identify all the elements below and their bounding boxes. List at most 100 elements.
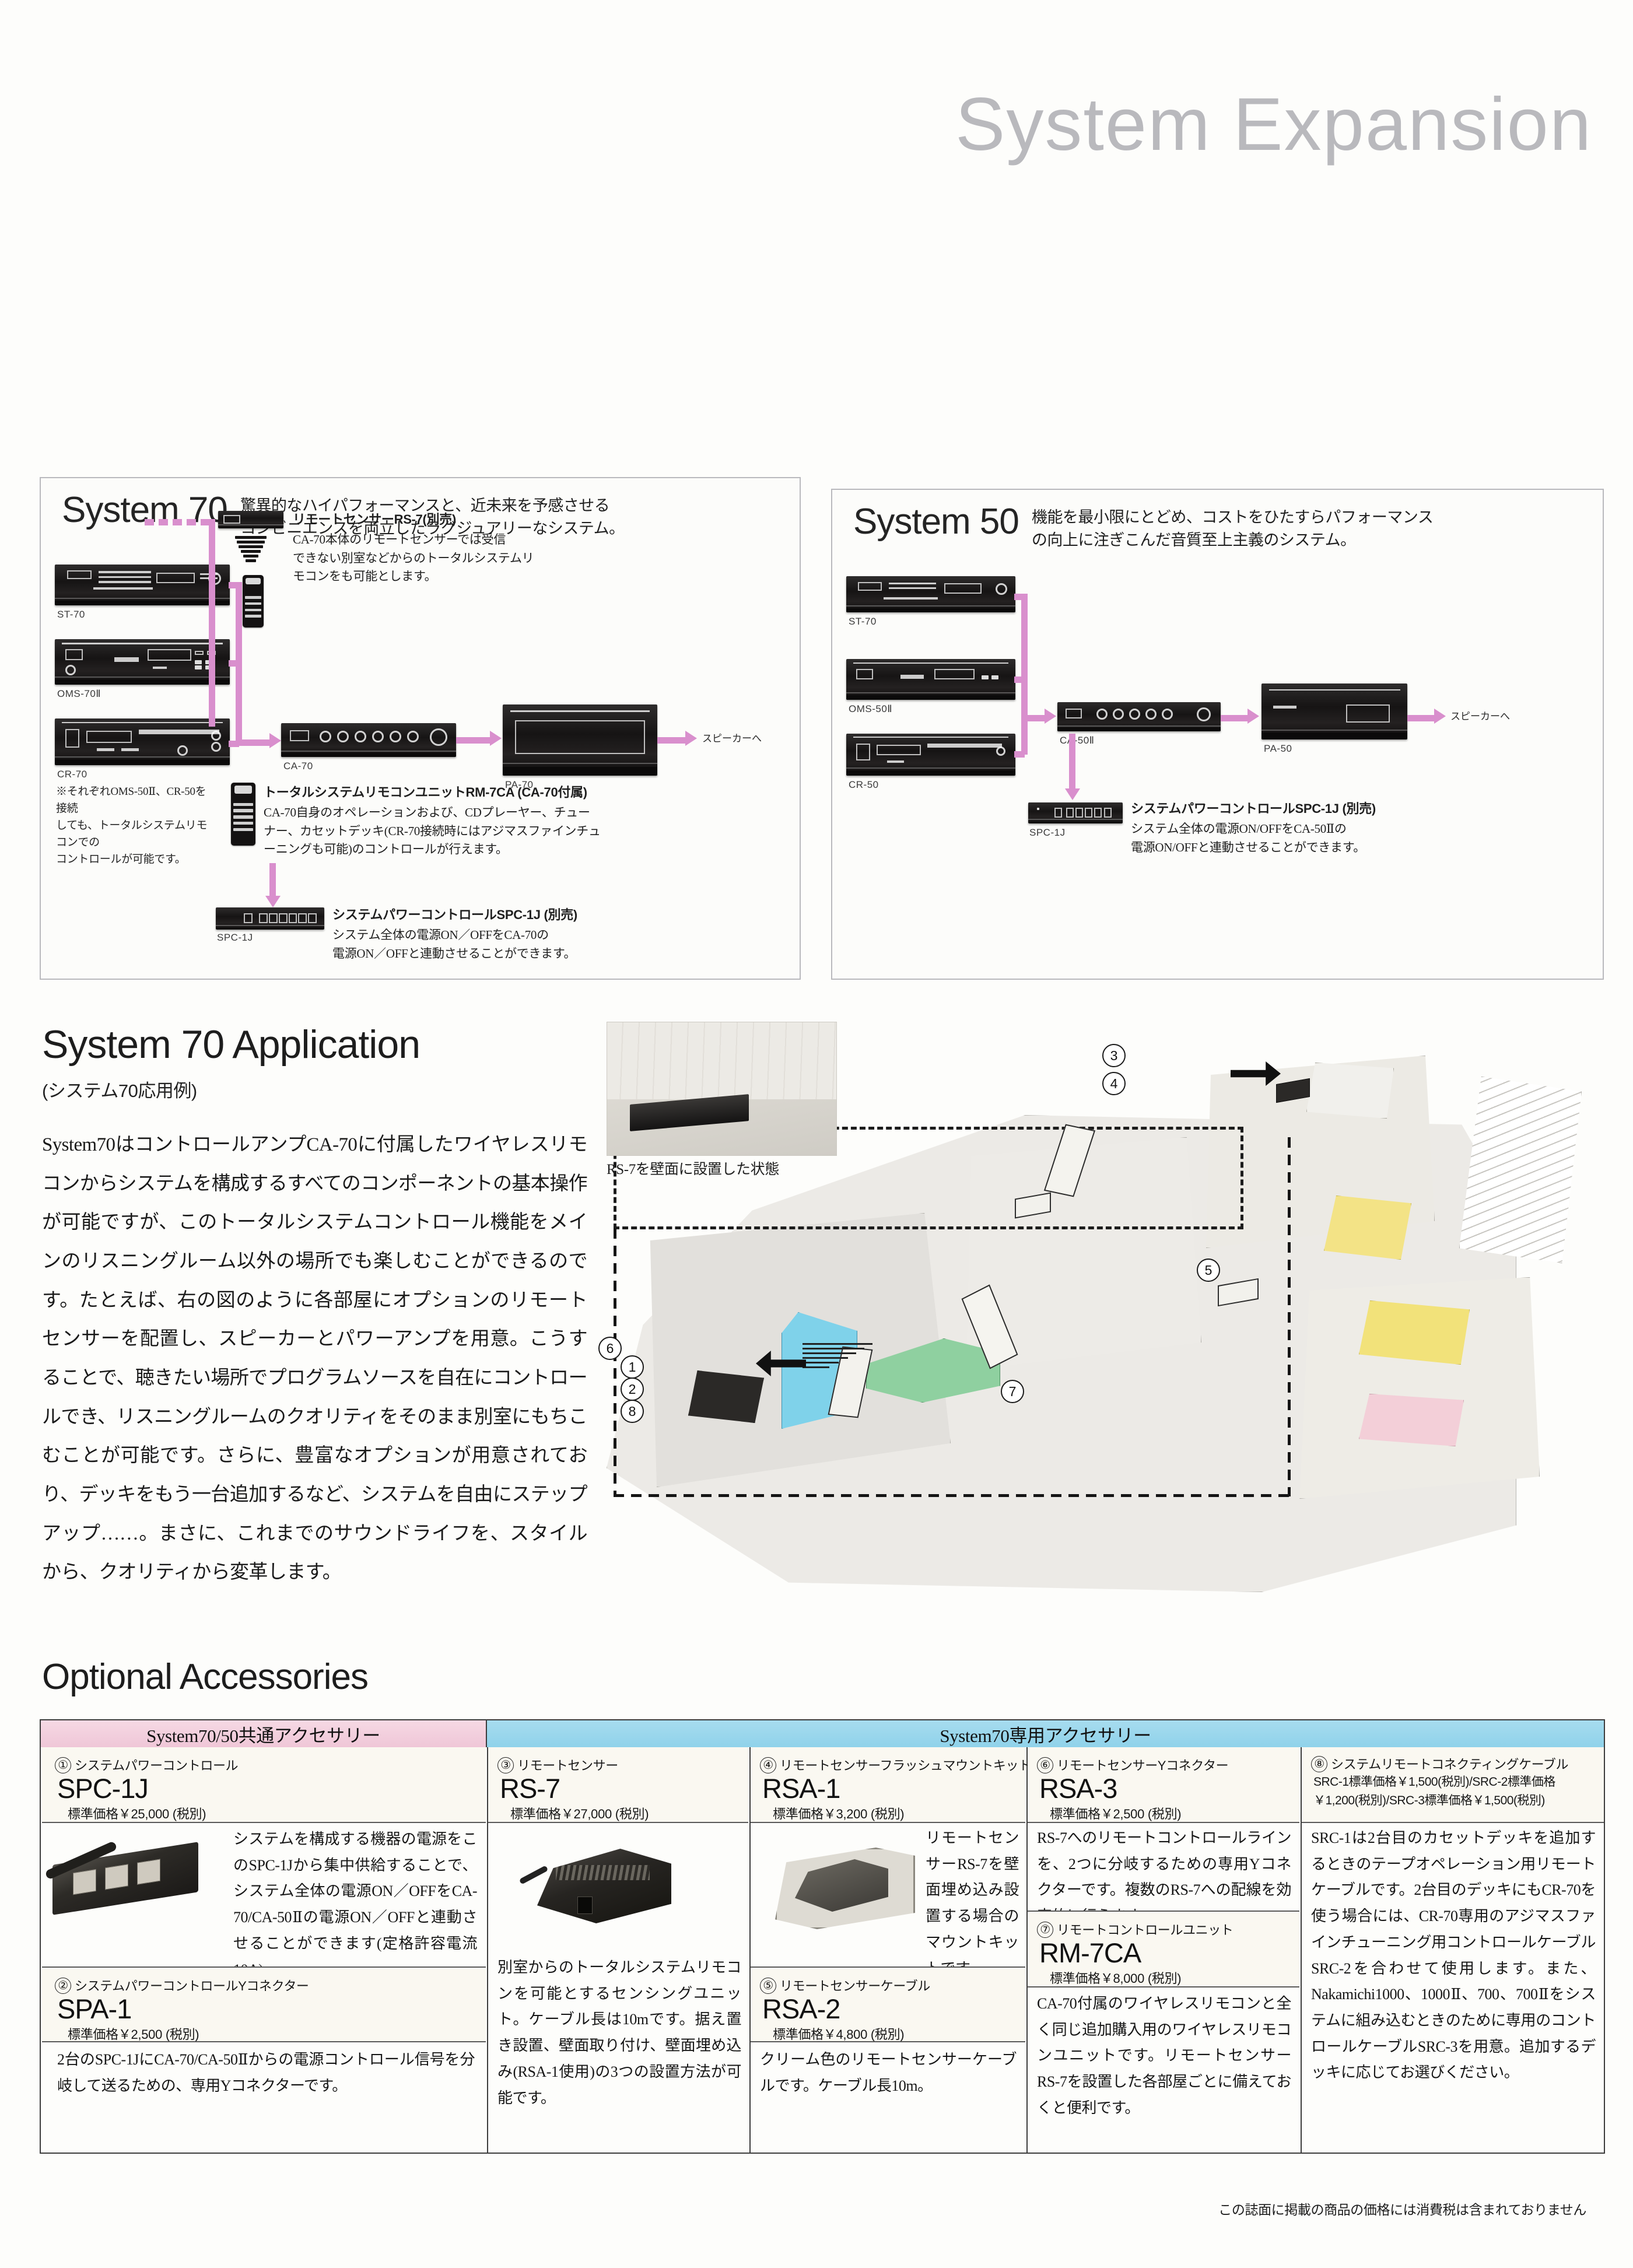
item-category-5: リモートセンサーケーブル	[780, 1979, 930, 1993]
wire-segment	[1014, 751, 1025, 758]
item-number-7: ⑦	[1037, 1921, 1053, 1938]
item-category-8: システムリモートコネクティングケーブル	[1331, 1757, 1569, 1772]
plan-cable-run-bottom	[614, 1494, 1290, 1497]
component-ca-70	[281, 723, 456, 757]
component-cr-70	[55, 718, 230, 765]
wire-arrow	[685, 731, 697, 746]
item-price-8: SRC-1標準価格￥1,500(税別)/SRC-2標準価格￥1,200(税別)/…	[1313, 1775, 1555, 1807]
item-desc-1: システムを構成する機器の電源をこのSPC-1Jから集中供給することで、システム全…	[233, 1831, 478, 1978]
item-price-1: 標準価格￥25,000 (税別)	[68, 1806, 206, 1821]
application-subheading: (システム70応用例)	[42, 1081, 197, 1101]
application-body-text: System70はコントロールアンプCA-70に付属したワイヤレスリモコンからシ…	[42, 1134, 588, 1583]
item-category-2: システムパワーコントロールYコネクター	[75, 1979, 309, 1993]
accessory-body-1: システムを構成する機器の電源をこのSPC-1Jから集中供給することで、システム全…	[42, 1823, 486, 1978]
wire-arrow	[269, 733, 281, 748]
plan-callout-2: 2	[621, 1377, 644, 1401]
item-number-5: ⑤	[760, 1977, 776, 1994]
item-desc-4: リモートセンサーRS-7を壁面埋め込み設置する場合のマウントキットです。	[926, 1829, 1019, 1977]
product-photo-rs-7	[537, 1849, 671, 1923]
item-desc-7: CA-70付属のワイヤレスリモコンと全く同じ追加購入用のワイヤレスリモコンユニッ…	[1037, 1995, 1292, 2116]
photo-ceiling	[607, 1022, 836, 1100]
system-70-tagline: 驚異的なハイパフォーマンスと、近未来を予感させる コンビニエンスを両立したラグジ…	[240, 497, 625, 538]
item-desc-3: 別室からのトータルシステムリモコンを可能とするセンシングユニット。ケーブル長は1…	[497, 1959, 742, 2106]
wire-segment	[236, 739, 271, 746]
wire-segment	[209, 519, 215, 727]
wire-segment	[1069, 734, 1075, 792]
item-model-3: RS-7	[500, 1773, 560, 1804]
accessory-body-4: リモートセンサーRS-7を壁面埋め込み設置する場合のマウントキットです。	[751, 1823, 1025, 1977]
item-category-6: リモートセンサーYコネクター	[1057, 1758, 1229, 1773]
component-label-oms-70: OMS-70Ⅱ	[57, 688, 101, 699]
component-spc-1j-50	[1028, 802, 1123, 823]
system-50-title: System 50	[853, 502, 1019, 542]
column-rule	[1026, 1747, 1028, 2153]
item-number-1: ①	[55, 1757, 71, 1773]
floor-plan-illustration: 3 4 5 6 1 2 8 7	[598, 1021, 1605, 1628]
system-70-header: System 70 驚異的なハイパフォーマンスと、近未来を予感させる コンビニエ…	[62, 492, 788, 540]
row-rule	[751, 1966, 1025, 1968]
plan-bath-upper	[1306, 1063, 1394, 1119]
row-rule	[42, 1822, 486, 1823]
plan-counter-pink	[1359, 1394, 1464, 1446]
wire-arrow	[1434, 709, 1446, 724]
component-pa-70	[503, 704, 657, 776]
wire-segment	[1014, 676, 1025, 683]
wire-arrow	[265, 896, 281, 907]
wire-segment	[1014, 594, 1025, 600]
speaker-note-70: スピーカーへ	[702, 733, 762, 744]
item-model-6: RSA-3	[1039, 1773, 1117, 1804]
plan-bed-yellow	[1359, 1300, 1470, 1365]
plan-callout-7: 7	[1001, 1380, 1024, 1403]
wire-segment	[657, 737, 688, 744]
row-rule	[1028, 1986, 1299, 1987]
accessory-body-8: SRC-1は2台目のカセットデッキを追加するときのテープオペレーション用リモート…	[1302, 1823, 1604, 2153]
wire-segment	[145, 519, 215, 525]
item-category-1: システムパワーコントロール	[75, 1758, 239, 1773]
row-rule	[42, 2041, 486, 2042]
annotation-rs-7: リモートセンサーRS-7(別売) CA-70本体のリモートセンサーでは受信 でき…	[293, 512, 534, 583]
remote-rm-7ca-upper	[243, 575, 264, 628]
accessory-body-6: RS-7へのリモートコントロールラインを、2つに分岐するための専用Yコネクターで…	[1028, 1823, 1299, 1925]
band-system70-only: System70専用アクセサリー	[487, 1720, 1604, 1747]
component-st-70	[55, 565, 230, 605]
component-label-spc-1j-50: SPC-1J	[1029, 827, 1066, 838]
component-label-st-70-50sys: ST-70	[849, 616, 877, 627]
item-price-4: 標準価格￥3,200 (税別)	[773, 1806, 905, 1821]
column-rule	[749, 1747, 751, 2153]
row-rule	[751, 1822, 1025, 1823]
column-rule	[1301, 1747, 1302, 2153]
wire-segment	[1221, 715, 1249, 721]
annotation-spc-1j-70: システムパワーコントロールSPC-1J (別売) システム全体の電源ON／OFF…	[332, 907, 577, 961]
row-rule	[751, 2041, 1025, 2042]
component-label-ca-70: CA-70	[283, 760, 313, 772]
ir-beam-plan-a	[803, 1340, 872, 1371]
item-model-2: SPA-1	[57, 1993, 132, 2024]
row-rule	[1302, 1822, 1604, 1823]
plan-main-rack	[688, 1370, 764, 1423]
item-desc-2: 2台のSPC-1JにCA-70/CA-50Ⅱからの電源コントロール信号を分岐して…	[57, 2051, 475, 2094]
item-price-6: 標準価格￥2,500 (税別)	[1050, 1806, 1182, 1821]
plan-cable-run-right	[1288, 1137, 1291, 1496]
component-label-ca-50: CA-50Ⅱ	[1060, 735, 1095, 746]
plan-callout-5: 5	[1197, 1259, 1220, 1282]
annotation-spc-1j-50: システムパワーコントロールSPC-1J (別売) システム全体の電源ON/OFF…	[1131, 801, 1376, 854]
component-label-cr-70: CR-70	[57, 769, 87, 780]
tax-footnote: この誌面に掲載の商品の価格には消費税は含まれておりません	[1218, 2203, 1586, 2217]
item-model-1: SPC-1J	[57, 1773, 149, 1804]
item-model-5: RSA-2	[762, 1993, 840, 2024]
component-label-spc-1j-70: SPC-1J	[217, 932, 253, 943]
item-category-7: リモートコントロールユニット	[1057, 1923, 1233, 1937]
component-label-st-70: ST-70	[57, 609, 85, 620]
plan-callout-3: 3	[1102, 1044, 1126, 1067]
rs7-wall-photo	[607, 1022, 837, 1156]
wire-segment	[1407, 715, 1435, 721]
system-50-tagline: 機能を最小限にとどめ、コストをひたすらパフォーマンス の向上に注ぎこんだ音質至上…	[1031, 509, 1434, 549]
system-50-header: System 50 機能を最小限にとどめ、コストをひたすらパフォーマンス の向上…	[853, 504, 1591, 552]
wire-arrow	[1065, 788, 1080, 800]
row-rule	[1028, 1911, 1299, 1912]
accessory-body-2: 2台のSPC-1JにCA-70/CA-50Ⅱからの電源コントロール信号を分岐して…	[42, 2045, 486, 2153]
accessory-body-7: CA-70付属のワイヤレスリモコンと全く同じ追加購入用のワイヤレスリモコンユニッ…	[1028, 1989, 1299, 2153]
wire-arrow	[1247, 709, 1259, 724]
